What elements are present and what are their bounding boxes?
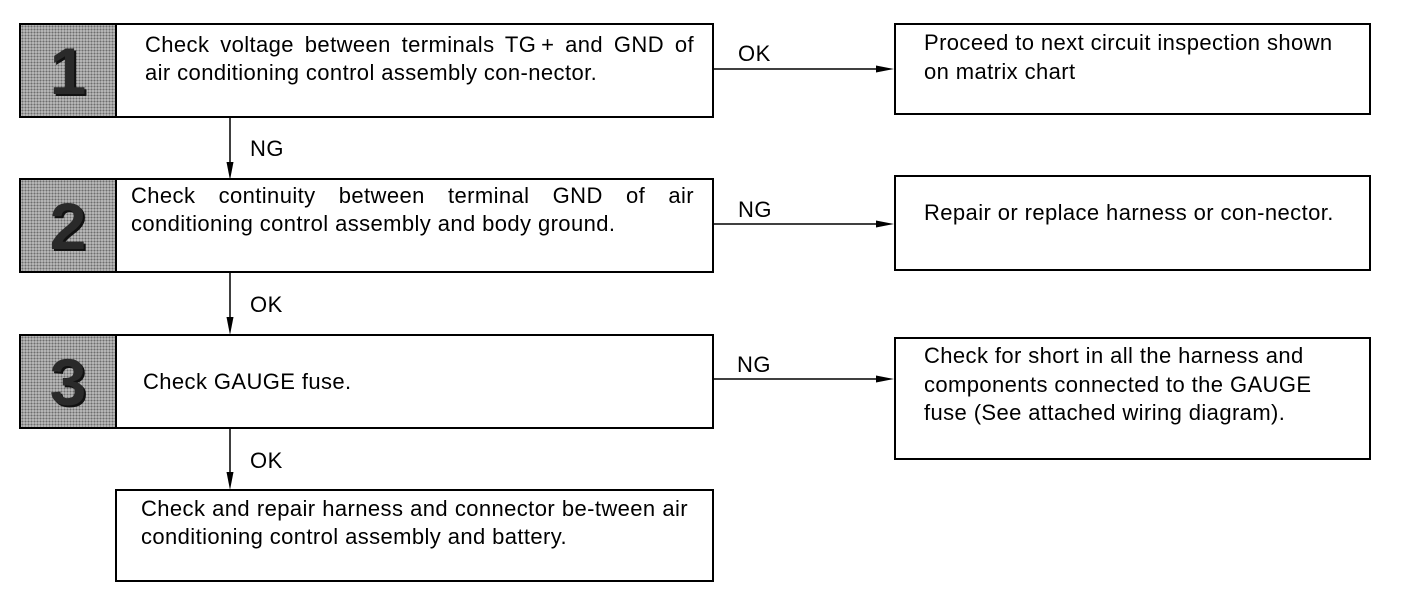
arrowhead-down: [226, 317, 234, 335]
arrowhead-down: [226, 472, 234, 490]
arrowhead-right: [876, 65, 894, 73]
label-step1-ng: NG: [250, 136, 284, 161]
result-3-text: Check for short in all the harness and c…: [924, 343, 1312, 425]
final-step-text: Check and repair harness and connector b…: [141, 496, 688, 549]
step-2-text: Check continuity between terminal GND of…: [131, 183, 694, 236]
step-1-text: Check voltage between terminals TG + and…: [145, 32, 694, 85]
step-number: 2: [49, 188, 87, 263]
label-step3-ok: OK: [250, 448, 283, 473]
label-step1-ok: OK: [738, 41, 771, 66]
label-step2-ok: OK: [250, 292, 283, 317]
arrowhead-right: [876, 220, 894, 228]
step-3-box: 3 Check GAUGE fuse.: [19, 334, 714, 429]
step-2-box: 2 Check continuity between terminal GND …: [19, 178, 714, 273]
arrowhead-right: [876, 375, 894, 383]
result-2-text: Repair or replace harness or con-nector.: [924, 200, 1334, 225]
step-1-box: 1 Check voltage between terminals TG + a…: [19, 23, 714, 118]
result-3-box: Check for short in all the harness and c…: [894, 337, 1371, 460]
result-1-box: Proceed to next circuit inspection shown…: [894, 23, 1371, 115]
label-step2-ng: NG: [738, 197, 772, 222]
final-step-box: Check and repair harness and connector b…: [115, 489, 714, 582]
result-2-box: Repair or replace harness or con-nector.: [894, 175, 1371, 271]
label-step3-ng: NG: [737, 352, 771, 377]
step-number-badge: 1: [21, 25, 117, 116]
step-3-text: Check GAUGE fuse.: [143, 369, 352, 394]
result-1-text: Proceed to next circuit inspection shown…: [924, 30, 1333, 84]
arrowhead-down: [226, 162, 234, 180]
step-number-badge: 3: [21, 336, 117, 427]
step-number: 1: [49, 33, 87, 108]
step-number: 3: [49, 344, 87, 419]
step-number-badge: 2: [21, 180, 117, 271]
